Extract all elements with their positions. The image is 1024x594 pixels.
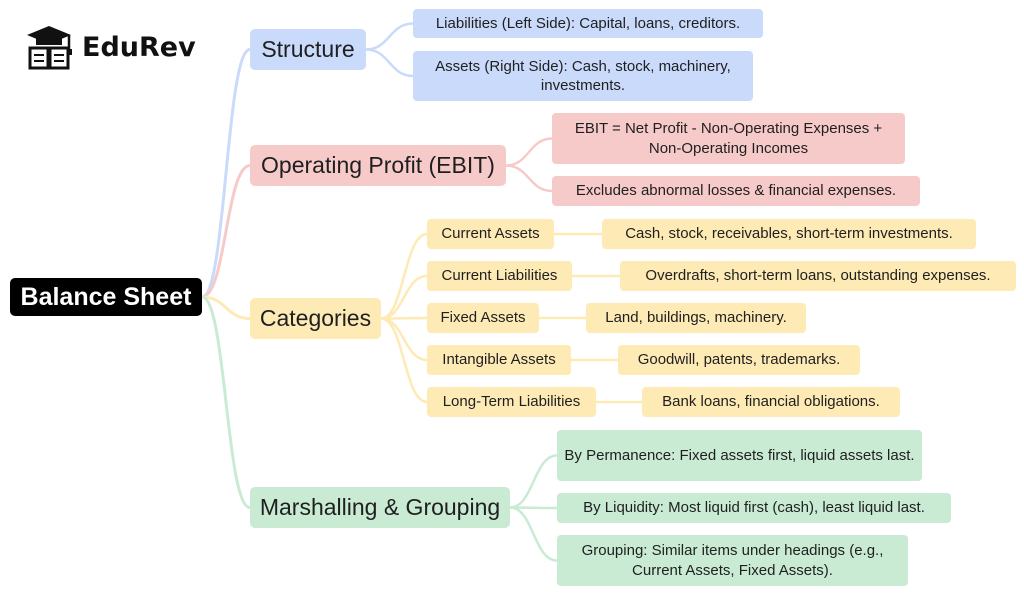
connector-categories-1 [380,274,428,320]
branch-categories: Categories [250,298,381,339]
connector-categories-3 [380,317,428,362]
leaf-liabilities-left-side: Liabilities (Left Side): Capital, loans,… [413,9,763,38]
detail-intangible-assets: Goodwill, patents, trademarks. [618,345,860,375]
branch-structure: Structure [250,29,366,70]
detail-current-liabilities: Overdrafts, short-term loans, outstandin… [620,261,1016,291]
detail-long-term-liabilities: Bank loans, financial obligations. [642,387,900,417]
edurev-logo: EduRev [24,24,196,70]
graduation-cap-book-icon [27,26,72,70]
leaf-by-liquidity: By Liquidity: Most liquid first (cash), … [557,493,951,523]
connector-structure-0 [365,22,414,51]
leaf-grouping: Grouping: Similar items under headings (… [557,535,908,586]
connector-marshalling-2 [509,506,558,562]
connector-ebit-1 [505,164,553,193]
connector-ebit-0 [505,137,553,167]
connector-categories-4 [380,317,428,404]
leaf-assets-right-side: Assets (Right Side): Cash, stock, machin… [413,51,753,101]
branch-marshalling-grouping: Marshalling & Grouping [250,487,510,528]
connector-marshalling-0 [509,454,558,509]
detail-current-assets: Cash, stock, receivables, short-term inv… [602,219,976,249]
category-current-liabilities: Current Liabilities [427,261,572,291]
connector-structure-1 [365,48,414,78]
category-fixed-assets: Fixed Assets [427,303,539,333]
connector-marshalling-1 [509,506,558,510]
connector-categories-0 [380,232,428,320]
branch-operating-profit: Operating Profit (EBIT) [250,145,506,186]
leaf-by-permanence: By Permanence: Fixed assets first, liqui… [557,430,922,481]
leaf-ebit-formula: EBIT = Net Profit - Non-Operating Expens… [552,113,905,164]
category-current-assets: Current Assets [427,219,554,249]
category-long-term-liabilities: Long-Term Liabilities [427,387,596,417]
root-node-balance-sheet: Balance Sheet [10,278,202,316]
leaf-excludes-abnormal-losses: Excludes abnormal losses & financial exp… [552,176,920,206]
detail-fixed-assets: Land, buildings, machinery. [586,303,806,333]
connector-root-branch-1 [201,164,251,299]
connector-categories-2 [380,316,428,320]
logo-text: EduRev [82,31,196,63]
connector-root-branch-3 [201,295,251,509]
connector-root-branch-2 [201,295,251,320]
connector-root-branch-0 [201,48,251,299]
category-intangible-assets: Intangible Assets [427,345,571,375]
